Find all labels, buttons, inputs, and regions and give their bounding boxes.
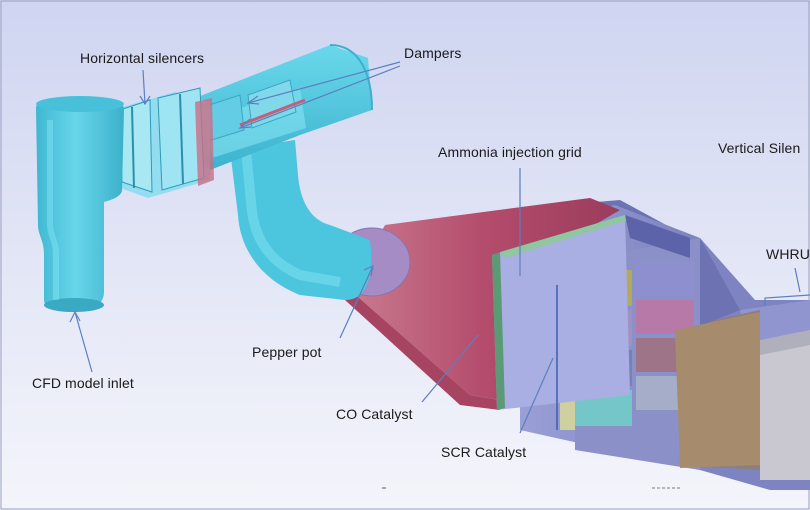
- label-dampers: Dampers: [404, 45, 462, 61]
- leader-dampers-1: [247, 61, 401, 104]
- label-cfd-model-inlet: CFD model inlet: [32, 375, 134, 391]
- leader-dampers-arrow-2: [238, 118, 252, 129]
- label-scr-catalyst: SCR Catalyst: [441, 444, 527, 460]
- leader-dampers-arrow-1: [246, 95, 260, 105]
- leader-lines: [69, 61, 810, 434]
- ammonia-injection-grid: [492, 215, 690, 410]
- label-co-catalyst: CO Catalyst: [336, 406, 413, 422]
- leader-pepper-pot-arrow: [363, 264, 374, 277]
- label-vertical-silencers: Vertical Silen: [718, 140, 801, 156]
- horizontal-silencers: [112, 87, 214, 198]
- leader-whru: [794, 267, 801, 293]
- leader-scr-catalyst: [519, 357, 554, 434]
- label-whru: WHRU: [766, 246, 810, 262]
- label-horizontal-silencers: Horizontal silencers: [80, 50, 205, 66]
- leader-dampers-2: [239, 65, 401, 129]
- label-pepper-pot: Pepper pot: [252, 344, 322, 360]
- elbow-duct: [230, 140, 372, 300]
- leader-pepper-pot: [339, 265, 374, 339]
- inlet-duct: [36, 96, 124, 312]
- leader-cfd-inlet: [74, 311, 93, 373]
- leader-whru-bracket: [764, 294, 810, 305]
- leader-cfd-inlet-arrow: [69, 310, 81, 323]
- leader-horizontal-silencers: [142, 69, 146, 105]
- leader-horizontal-silencers-arrow: [139, 95, 151, 106]
- leader-co-catalyst: [421, 334, 479, 403]
- label-ammonia-injection-grid: Ammonia injection grid: [438, 144, 582, 160]
